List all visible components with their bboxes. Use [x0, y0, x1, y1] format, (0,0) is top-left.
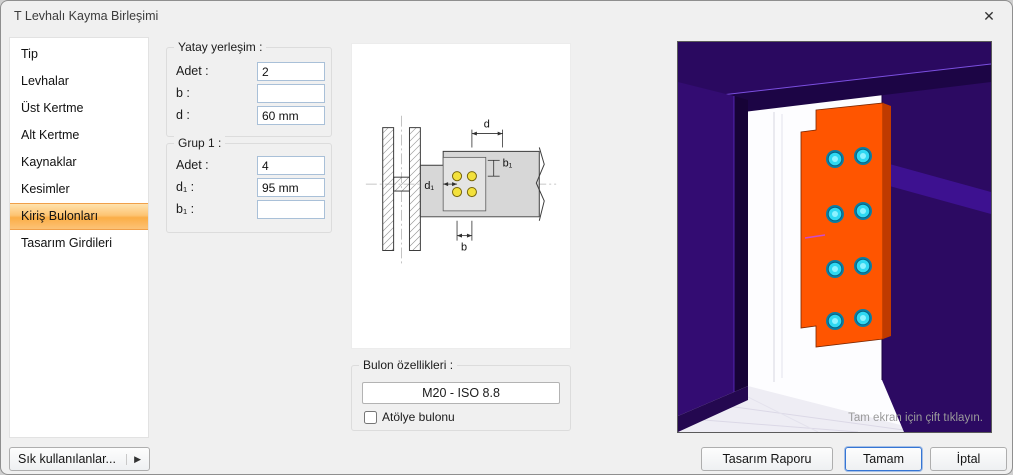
adet-input[interactable] — [257, 62, 325, 81]
group-horizontal-layout: Yatay yerleşim : Adet : b : d : — [166, 40, 332, 137]
supported-beam — [419, 147, 545, 221]
field-row-b: b : — [167, 84, 331, 103]
workshop-bolt-row: Atölye bulonu — [364, 410, 455, 424]
support-member-section — [382, 127, 421, 251]
connection-diagram: d b₁ d₁ b — [365, 115, 557, 265]
title-bar: T Levhalı Kayma Birleşimi ✕ — [1, 1, 1012, 31]
dim-label-d: d — [484, 119, 490, 131]
field-row-grup1-adet: Adet : — [167, 156, 331, 175]
field-row-d1: d₁ : — [167, 178, 331, 197]
supported-beam-3d — [881, 56, 991, 432]
d-label: d : — [176, 108, 190, 122]
sidebar-item-kiris-bulonlari[interactable]: Kiriş Bulonları — [10, 203, 148, 230]
dimension-labels: d b₁ d₁ b — [424, 119, 512, 254]
grup1-adet-label: Adet : — [176, 158, 209, 172]
dialog-title: T Levhalı Kayma Birleşimi — [14, 9, 159, 23]
workshop-bolt-checkbox[interactable] — [364, 410, 377, 424]
column-3d — [678, 82, 783, 432]
top-beam-3d — [678, 42, 991, 120]
bolts-3d — [826, 147, 872, 330]
ok-button[interactable]: Tamam — [845, 447, 922, 471]
dim-label-b: b — [461, 242, 467, 254]
d-input[interactable] — [257, 106, 325, 125]
group-bolt-properties-title: Bulon özellikleri : — [359, 358, 458, 372]
sidebar-item-alt-kertme[interactable]: Alt Kertme — [21, 128, 80, 142]
break-line — [535, 147, 545, 221]
d1-input[interactable] — [257, 178, 325, 197]
weld-mark — [804, 234, 826, 239]
dimension-lines — [443, 129, 504, 241]
adet-label: Adet : — [176, 64, 209, 78]
sidebar-item-ust-kertme[interactable]: Üst Kertme — [21, 101, 84, 115]
workshop-bolt-label: Atölye bulonu — [382, 410, 455, 424]
grup1-adet-input[interactable] — [257, 156, 325, 175]
dim-label-d1: d₁ — [424, 180, 434, 192]
field-row-adet: Adet : — [167, 62, 331, 81]
preview-3d: Tam ekran için çift tıklayın. — [678, 42, 991, 432]
t-plate-3d — [800, 102, 891, 348]
fullscreen-hint: Tam ekran için çift tıklayın. — [848, 412, 983, 424]
dim-label-b1: b₁ — [503, 157, 513, 169]
cancel-button[interactable]: İptal — [930, 447, 1007, 471]
group-bolt-properties: Bulon özellikleri : M20 - ISO 8.8 Atölye… — [351, 358, 571, 431]
field-row-d: d : — [167, 106, 331, 125]
b-label: b : — [176, 86, 190, 100]
sidebar-item-tasarim-girdileri[interactable]: Tasarım Girdileri — [21, 236, 112, 250]
connection-diagram-panel: d b₁ d₁ b — [351, 43, 571, 349]
favorites-button-label: Sık kullanılanlar... — [18, 452, 116, 466]
bolts-2d — [451, 171, 477, 198]
bolt-spec-button[interactable]: M20 - ISO 8.8 — [362, 382, 560, 404]
b1-label: b₁ : — [176, 202, 195, 216]
b1-input[interactable] — [257, 200, 325, 219]
field-row-b1: b₁ : — [167, 200, 331, 219]
design-report-button[interactable]: Tasarım Raporu — [701, 447, 833, 471]
preview-3d-viewport[interactable]: Tam ekran için çift tıklayın. — [677, 41, 992, 433]
group-grup1: Grup 1 : Adet : d₁ : b₁ : — [166, 136, 332, 233]
sidebar: Tip Levhalar Üst Kertme Alt Kertme Kayna… — [9, 37, 149, 438]
chevron-right-icon: ▶ — [126, 453, 141, 465]
group-horizontal-layout-title: Yatay yerleşim : — [174, 40, 267, 54]
favorites-button[interactable]: Sık kullanılanlar... ▶ — [9, 447, 150, 471]
d1-label: d₁ : — [176, 180, 195, 194]
sidebar-item-tip[interactable]: Tip — [21, 47, 38, 61]
sidebar-item-levhalar[interactable]: Levhalar — [21, 74, 69, 88]
group-grup1-title: Grup 1 : — [174, 136, 226, 150]
sidebar-item-kesimler[interactable]: Kesimler — [21, 182, 70, 196]
b-input[interactable] — [257, 84, 325, 103]
sidebar-item-kaynaklar[interactable]: Kaynaklar — [21, 155, 77, 169]
close-icon[interactable]: ✕ — [983, 7, 995, 24]
